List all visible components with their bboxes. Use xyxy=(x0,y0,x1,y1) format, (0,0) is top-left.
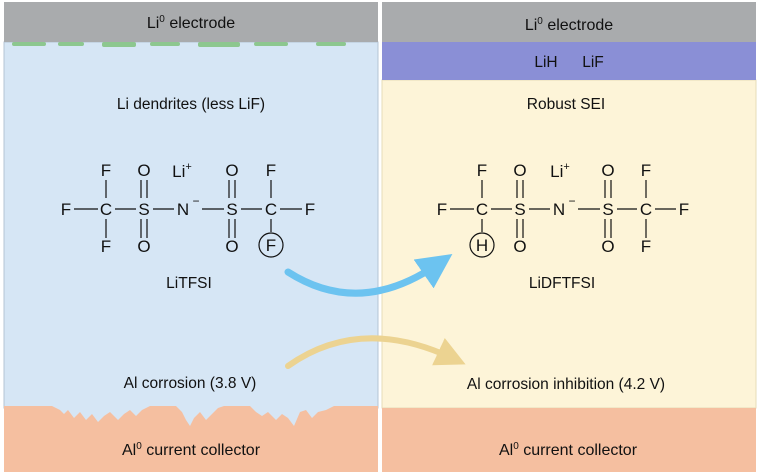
litfsi-label: LiTFSI xyxy=(166,275,212,292)
left-li-electrode xyxy=(4,2,378,42)
s-right: S xyxy=(602,200,613,219)
o-left-bottom: O xyxy=(137,237,150,256)
right-al-collector xyxy=(382,408,756,472)
right-electrolyte-region xyxy=(381,79,757,409)
f-left-top: F xyxy=(101,161,111,180)
f-right-bottom: F xyxy=(641,237,651,256)
corrosion-improvement-arrow xyxy=(285,335,466,369)
f-left: F xyxy=(437,200,447,219)
n-minus: − xyxy=(568,194,575,208)
f-right-bottom-highlighted: F xyxy=(266,236,276,255)
left-li-electrode-label: Li0 electrode xyxy=(147,14,235,32)
li-cation: Li+ xyxy=(550,161,570,181)
f-left-top: F xyxy=(477,161,487,180)
right-corrosion-label: Al corrosion inhibition (4.2 V) xyxy=(467,376,665,393)
h-left-bottom-highlighted: H xyxy=(476,236,488,255)
sei-lih-label: LiH xyxy=(534,54,557,71)
o-right-top: O xyxy=(225,161,238,180)
n-minus: − xyxy=(192,194,199,208)
c-left: C xyxy=(100,200,112,219)
sei-layer xyxy=(382,42,756,80)
c-left: C xyxy=(476,200,488,219)
substitution-arrow xyxy=(284,254,453,297)
li-nucleation-patches xyxy=(12,42,346,47)
o-left-bottom: O xyxy=(513,237,526,256)
o-right-bottom: O xyxy=(225,237,238,256)
n-center: N xyxy=(553,200,565,219)
o-right-top: O xyxy=(601,161,614,180)
lidftfsi-molecule: F C F H S O O N − Li+ S O xyxy=(437,161,689,258)
right-li-electrode xyxy=(382,2,756,42)
lidftfsi-label: LiDFTFSI xyxy=(529,275,595,292)
left-panel: Li0 electrode Li dendrites (less LiF) F … xyxy=(3,2,379,472)
o-left-top: O xyxy=(513,161,526,180)
sei-lif-label: LiF xyxy=(582,54,604,71)
c-right: C xyxy=(265,200,277,219)
f-right: F xyxy=(305,200,315,219)
left-al-collector-label: Al0 current collector xyxy=(122,441,261,459)
corrosion-pits xyxy=(52,406,334,426)
right-panel: Li0 electrode LiH LiF Robust SEI F C F H… xyxy=(381,2,757,472)
s-left: S xyxy=(514,200,525,219)
highlighted-f-circle xyxy=(258,232,284,258)
n-center: N xyxy=(177,200,189,219)
o-left-top: O xyxy=(137,161,150,180)
left-dendrite-label: Li dendrites (less LiF) xyxy=(117,96,265,113)
s-left: S xyxy=(138,200,149,219)
litfsi-molecule: F C F F S O O N − Li+ S O O xyxy=(61,161,315,258)
f-left: F xyxy=(61,200,71,219)
o-right-bottom: O xyxy=(601,237,614,256)
li-cation: Li+ xyxy=(172,161,192,181)
f-right-top: F xyxy=(266,161,276,180)
f-right: F xyxy=(679,200,689,219)
robust-sei-label: Robust SEI xyxy=(527,96,605,113)
highlighted-h-circle xyxy=(469,232,495,258)
right-li-electrode-label: Li0 electrode xyxy=(525,16,613,34)
left-corrosion-label: Al corrosion (3.8 V) xyxy=(124,375,257,392)
s-right: S xyxy=(226,200,237,219)
f-right-top: F xyxy=(641,161,651,180)
right-al-collector-label: Al0 current collector xyxy=(499,441,638,459)
f-left-bottom: F xyxy=(101,237,111,256)
c-right: C xyxy=(640,200,652,219)
